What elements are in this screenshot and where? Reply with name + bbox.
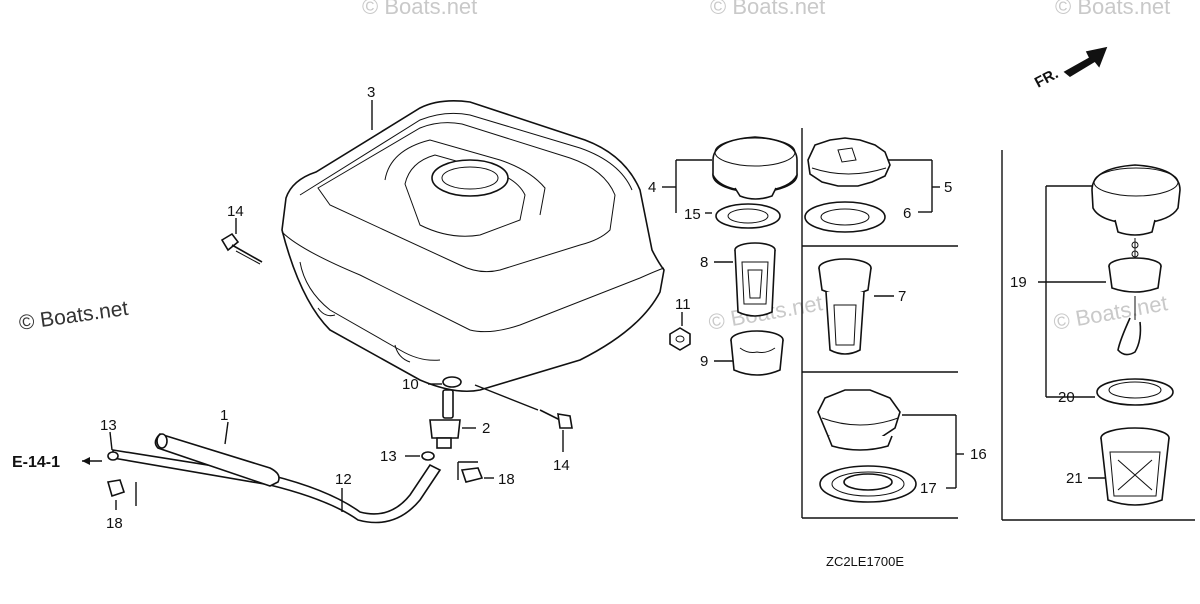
callout-13b: 13 <box>380 448 397 465</box>
callout-18b: 18 <box>498 471 515 488</box>
watermark: © Boats.net <box>17 297 129 335</box>
bracket-16-17: 16 17 <box>902 414 987 497</box>
callout-4: 4 <box>648 179 656 196</box>
strainer-21: 21 <box>1066 427 1170 506</box>
fuel-valve-2: 2 <box>429 389 490 449</box>
strainer-7: 7 <box>818 258 906 355</box>
callout-16: 16 <box>970 446 987 463</box>
fuel-tube-12: 12 <box>112 449 442 524</box>
seal-17 <box>819 465 917 503</box>
nut-18-right: 18 <box>457 461 515 488</box>
callout-1: 1 <box>220 407 228 424</box>
strainer-8: 8 <box>700 242 776 317</box>
reference-label: E-14-1 <box>12 454 60 471</box>
bracket-4-15: 4 15 <box>648 159 712 223</box>
callout-19: 19 <box>1010 274 1027 291</box>
callout-15: 15 <box>684 206 701 223</box>
diagram-code: ZC2LE1700E <box>826 554 904 569</box>
watermark-faint: © Boats.net <box>710 0 825 19</box>
callout-14a: 14 <box>227 203 244 220</box>
washer-10: 10 <box>402 376 462 393</box>
callout-5: 5 <box>944 179 952 196</box>
fuel-cap-16 <box>817 389 901 451</box>
variant-panel-a <box>801 128 958 519</box>
callout-10: 10 <box>402 376 419 393</box>
callout-11: 11 <box>675 296 691 313</box>
reference-e-14-1: E-14-1 <box>12 454 102 471</box>
fuel-cap-4 <box>712 136 798 200</box>
seal-20: 20 <box>1046 378 1174 406</box>
callout-20: 20 <box>1058 389 1075 406</box>
callout-2: 2 <box>482 420 490 437</box>
callout-7: 7 <box>898 288 906 305</box>
callout-8: 8 <box>700 254 708 271</box>
direction-label: FR. <box>1032 65 1061 91</box>
bolt-14-upper: 14 <box>220 203 263 265</box>
variant-panel-b <box>1001 150 1195 521</box>
callout-14b: 14 <box>553 457 570 474</box>
front-direction-arrow-icon: FR. <box>1032 46 1108 92</box>
fuel-cap-5 <box>807 137 891 187</box>
nut-11: 11 <box>669 296 691 351</box>
nut-18-left: 18 <box>106 479 137 532</box>
clip-13-left: 13 <box>100 417 119 461</box>
watermark-faint: © Boats.net <box>1052 290 1170 335</box>
callout-21: 21 <box>1066 470 1083 487</box>
callout-9: 9 <box>700 353 708 370</box>
bracket-5-6: 5 6 <box>888 159 952 222</box>
bolt-14-lower: 14 <box>474 384 573 474</box>
callout-18a: 18 <box>106 515 123 532</box>
watermark-faint: © Boats.net <box>1055 0 1170 19</box>
tube-1: 1 <box>154 407 280 487</box>
cap-gasket-15 <box>715 203 781 229</box>
callout-6: 6 <box>903 205 911 222</box>
watermark-faint: © Boats.net <box>362 0 477 19</box>
strainer-holder-9: 9 <box>700 330 784 376</box>
fuel-cap-19: 19 <box>1010 164 1181 397</box>
callout-13a: 13 <box>100 417 117 434</box>
callout-17: 17 <box>920 480 937 497</box>
callout-3: 3 <box>367 84 375 101</box>
callout-12: 12 <box>335 471 352 488</box>
clip-13-right: 13 <box>380 448 435 465</box>
fuel-tank: 3 <box>281 84 665 393</box>
cap-gasket-6 <box>804 201 886 233</box>
